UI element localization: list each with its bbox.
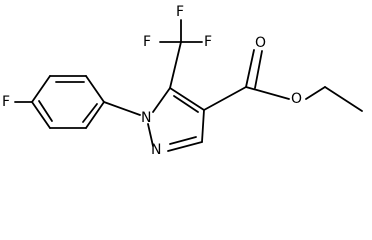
- phenyl-double-bond-c: [38, 100, 53, 122]
- pyrazole-c4-c3-bond: [201, 109, 205, 143]
- carbonyl-ester-o-bond: [245, 86, 290, 100]
- cf3-f-right-label: F: [204, 34, 212, 50]
- pyrazole-n1-c5-bond: [152, 87, 171, 113]
- pyrazole-n2-label: N: [151, 142, 161, 158]
- pyrazole-c3-n2-bond: [167, 141, 203, 152]
- carbonyl-double-bond-a: [245, 49, 255, 88]
- phenyl-bond-6: [31, 101, 51, 129]
- molecule-structure: F F F F N N O O: [2, 4, 363, 158]
- pyrazole-n1-label: N: [141, 110, 151, 126]
- cf3-f-left-label: F: [143, 34, 151, 50]
- pyrazole-n2-n1-bond: [147, 123, 154, 147]
- c4-carbonyl-bond: [203, 86, 247, 111]
- bond-layer: [14, 19, 363, 152]
- aryl-fluorine-label: F: [2, 94, 10, 110]
- atom-label-layer: F F F F N N O O: [2, 4, 302, 158]
- phenyl-double-bond-b: [82, 103, 98, 123]
- pyrazole-double-bond-a: [173, 95, 199, 113]
- cf3-f-top-label: F: [176, 4, 184, 20]
- phenyl-bond-3: [85, 75, 105, 103]
- pyrazole-c5-c4-bond: [169, 87, 205, 111]
- ethyl-bond: [324, 86, 363, 112]
- pyrazole-double-bond-b: [169, 136, 197, 145]
- ester-o-ch2-bond: [305, 86, 326, 100]
- carbonyl-double-bond-b: [254, 50, 263, 89]
- ester-oxygen-label: O: [291, 91, 302, 107]
- aryl-n1-bond: [103, 101, 141, 116]
- carbonyl-oxygen-label: O: [255, 35, 266, 51]
- phenyl-bond-4: [85, 101, 105, 129]
- phenyl-bond-1: [31, 75, 51, 103]
- c5-cf3-bond: [169, 41, 182, 89]
